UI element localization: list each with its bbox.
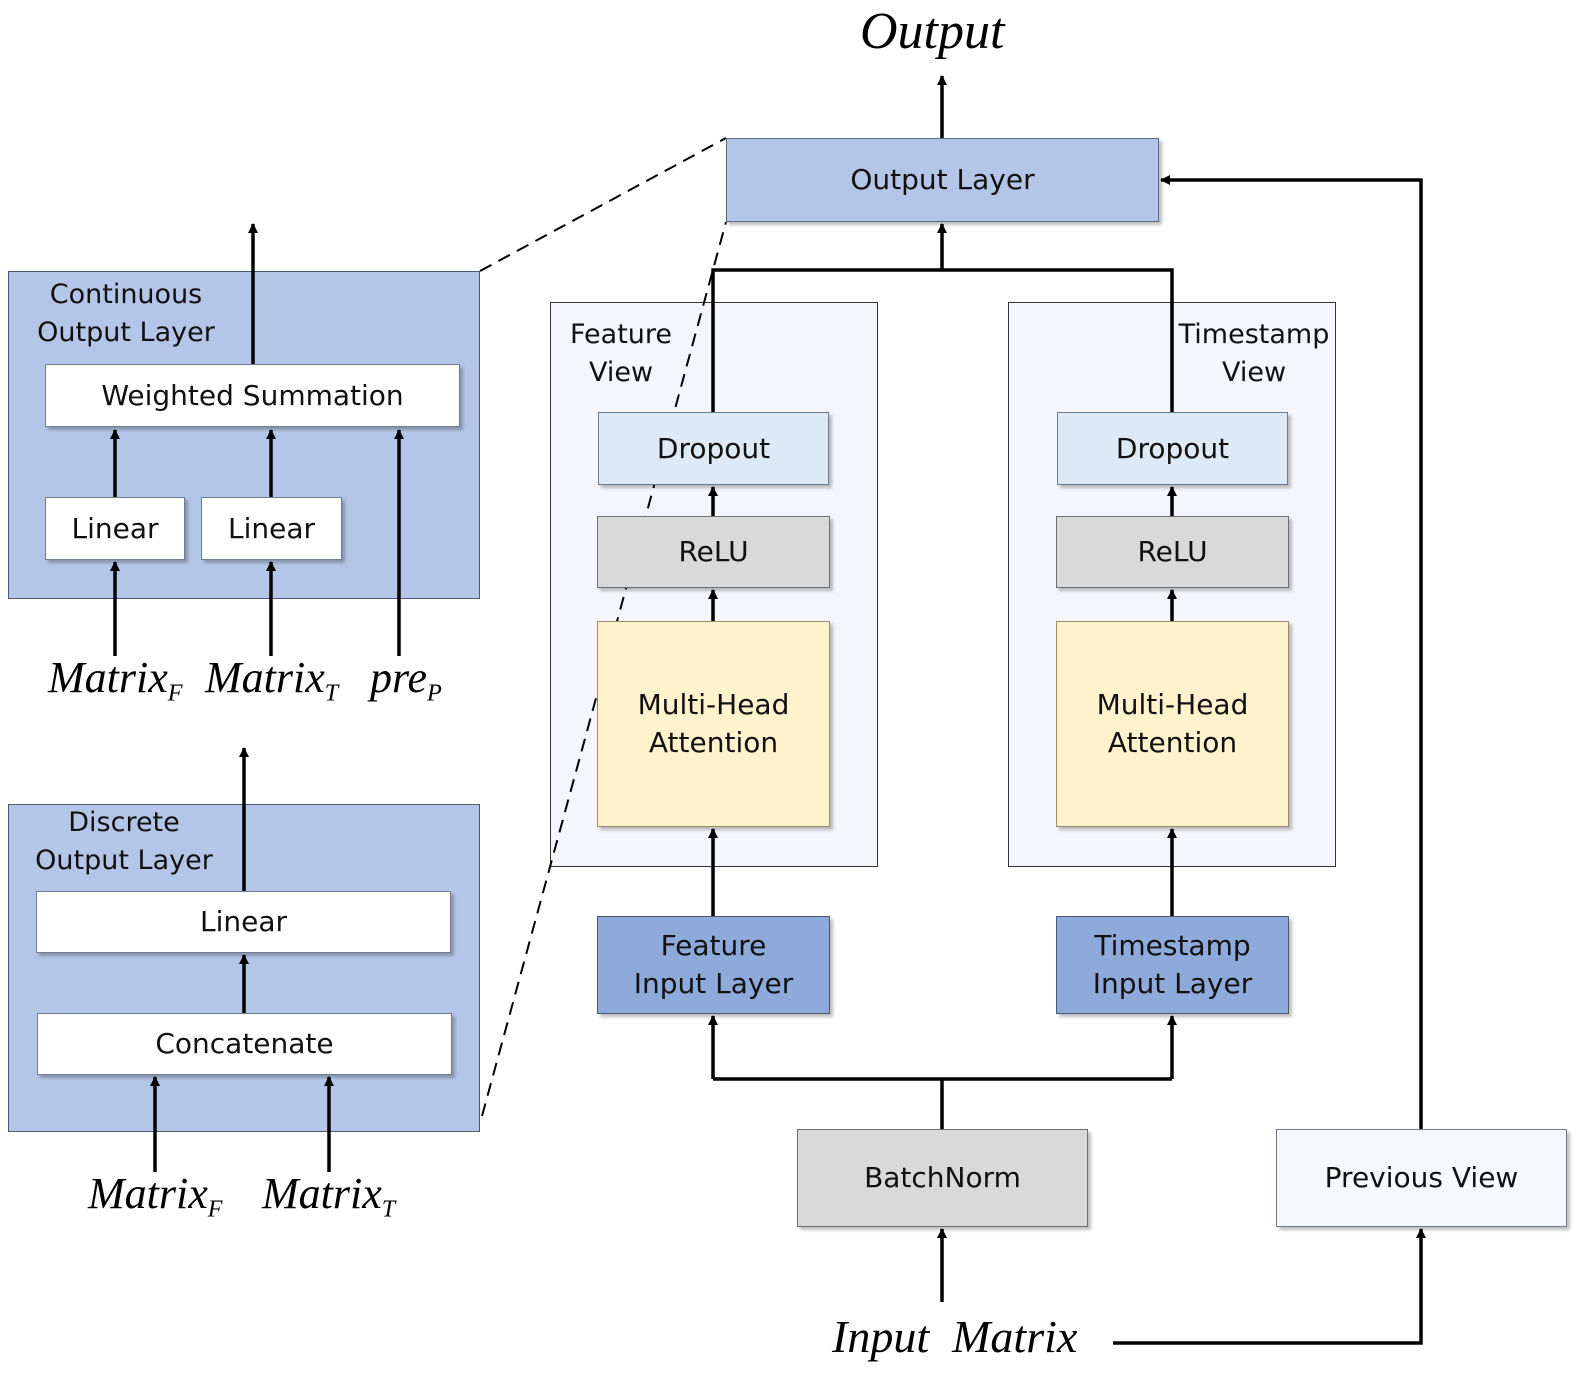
continuous-input-pre-p-sub: P xyxy=(427,679,442,707)
weighted-summation-box: Weighted Summation xyxy=(45,364,460,427)
continuous-input-matrix-f: MatrixF xyxy=(48,652,183,707)
discrete-input-matrix-t-base: Matrix xyxy=(262,1169,382,1218)
feature-relu: ReLU xyxy=(597,516,830,588)
continuous-title: Continuous Output Layer xyxy=(26,276,226,352)
output-layer-label: Output Layer xyxy=(850,163,1035,197)
feature-dropout-label: Dropout xyxy=(656,431,771,465)
discrete-title-line2: Output Layer xyxy=(35,844,213,876)
continuous-input-pre-p-base: pre xyxy=(370,653,428,702)
feature-attention-line2: Attention xyxy=(648,726,779,759)
feature-dropout: Dropout xyxy=(598,412,829,485)
concatenate-label: Concatenate xyxy=(155,1027,334,1061)
timestamp-relu: ReLU xyxy=(1056,516,1289,588)
feature-input-line2: Input Layer xyxy=(633,967,794,1000)
timestamp-input-layer: Timestamp Input Layer xyxy=(1056,916,1289,1014)
discrete-title: Discrete Output Layer xyxy=(24,804,224,880)
feature-input-layer: Feature Input Layer xyxy=(597,916,830,1014)
timestamp-attention-line2: Attention xyxy=(1107,726,1238,759)
discrete-title-line1: Discrete xyxy=(68,807,180,838)
feature-relu-label: ReLU xyxy=(678,535,749,569)
previous-view-box: Previous View xyxy=(1276,1129,1567,1227)
timestamp-dropout: Dropout xyxy=(1057,412,1288,485)
feature-view-title-line2: View xyxy=(588,356,654,388)
discrete-linear-box: Linear xyxy=(36,891,451,953)
feature-attention-line1: Multi-Head xyxy=(637,688,790,722)
arrow-input-previous-view xyxy=(1113,1228,1426,1345)
timestamp-view-title-line1: Timestamp xyxy=(1178,319,1330,350)
previous-view-label: Previous View xyxy=(1324,1161,1519,1195)
timestamp-view-title: Timestamp View xyxy=(1176,316,1332,392)
output-label: Output xyxy=(860,3,1005,60)
timestamp-relu-label: ReLU xyxy=(1137,535,1208,569)
discrete-input-matrix-t-sub: T xyxy=(381,1195,396,1223)
timestamp-input-line1: Timestamp xyxy=(1094,929,1251,963)
timestamp-view-title-line2: View xyxy=(1221,356,1287,388)
weighted-summation-label: Weighted Summation xyxy=(101,378,404,412)
timestamp-dropout-label: Dropout xyxy=(1115,431,1230,465)
arrow-previous-view-output xyxy=(1160,175,1423,1129)
feature-input-line1: Feature xyxy=(660,929,767,963)
continuous-input-matrix-t: MatrixT xyxy=(205,652,338,707)
continuous-title-line2: Output Layer xyxy=(37,316,215,348)
continuous-linear-1: Linear xyxy=(45,497,185,560)
continuous-input-matrix-f-base: Matrix xyxy=(48,653,168,702)
timestamp-input-line2: Input Layer xyxy=(1092,967,1253,1000)
continuous-input-matrix-f-sub: F xyxy=(167,679,183,707)
timestamp-attention-line1: Multi-Head xyxy=(1096,688,1249,722)
batchnorm-box: BatchNorm xyxy=(797,1129,1088,1227)
input-matrix-label: Input Matrix xyxy=(832,1311,1078,1362)
discrete-input-matrix-f-sub: F xyxy=(207,1195,223,1223)
output-layer: Output Layer xyxy=(726,138,1159,222)
timestamp-attention: Multi-Head Attention xyxy=(1056,621,1289,827)
concatenate-box: Concatenate xyxy=(37,1013,452,1075)
continuous-linear-1-label: Linear xyxy=(71,511,159,545)
continuous-input-matrix-t-base: Matrix xyxy=(205,653,325,702)
discrete-input-matrix-t: MatrixT xyxy=(262,1168,395,1223)
continuous-input-matrix-t-sub: T xyxy=(324,679,339,707)
feature-view-title: Feature View xyxy=(566,316,676,392)
merge-line xyxy=(711,268,1174,412)
batchnorm-label: BatchNorm xyxy=(864,1161,1021,1195)
discrete-input-matrix-f-base: Matrix xyxy=(88,1169,208,1218)
discrete-linear-label: Linear xyxy=(199,905,288,939)
feature-view-title-line1: Feature xyxy=(569,319,673,350)
feature-attention: Multi-Head Attention xyxy=(597,621,830,827)
continuous-title-line1: Continuous xyxy=(49,279,203,310)
discrete-input-matrix-f: MatrixF xyxy=(88,1168,223,1223)
continuous-linear-2: Linear xyxy=(201,497,342,560)
continuous-input-pre-p: preP xyxy=(370,652,442,707)
continuous-linear-2-label: Linear xyxy=(227,511,316,545)
zoom-line-top xyxy=(479,137,727,272)
